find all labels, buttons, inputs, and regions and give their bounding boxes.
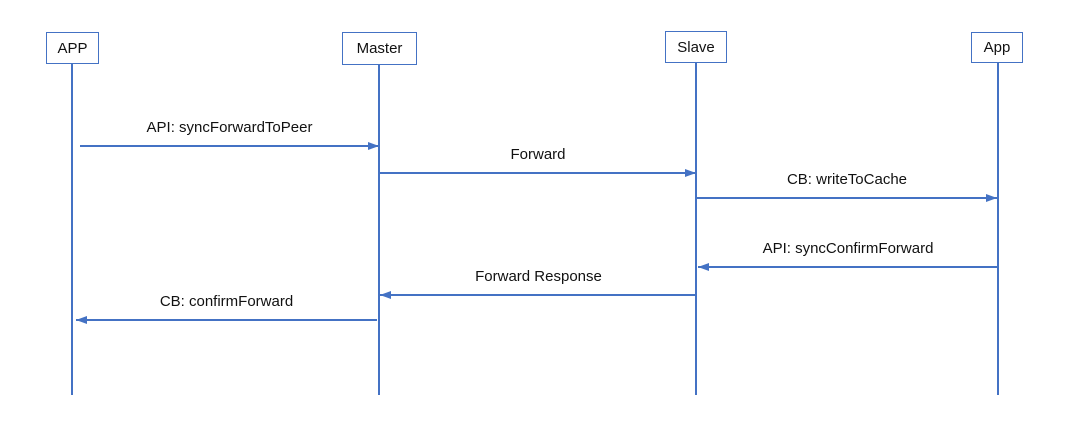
lifeline-master	[378, 65, 380, 395]
lifeline-app-left	[71, 64, 73, 395]
message-line-5	[76, 319, 377, 321]
arrowhead-icon-5	[76, 315, 87, 324]
message-label-4: Forward Response	[475, 268, 602, 285]
message-line-3	[698, 266, 998, 268]
arrowhead-icon-1	[685, 168, 696, 177]
actor-box-app-right: App	[971, 32, 1023, 63]
message-label-3: API: syncConfirmForward	[762, 240, 934, 257]
actor-label-master: Master	[356, 40, 403, 57]
message-line-1	[380, 172, 696, 174]
arrowhead-icon-0	[368, 141, 379, 150]
lifeline-app-right	[997, 63, 999, 395]
message-label-1: Forward	[510, 146, 566, 163]
message-label-0: API: syncForwardToPeer	[146, 119, 313, 136]
arrowhead-icon-2	[986, 193, 997, 202]
actor-label-slave: Slave	[677, 38, 715, 56]
message-line-2	[697, 197, 997, 199]
actor-box-app-left: APP	[46, 32, 99, 64]
arrowhead-icon-3	[698, 262, 709, 271]
message-line-0	[80, 145, 379, 147]
actor-label-app-left: APP	[57, 39, 88, 57]
arrowhead-icon-4	[380, 290, 391, 299]
message-label-2: CB: writeToCache	[786, 171, 908, 188]
actor-box-master: Master	[342, 32, 417, 65]
actor-box-slave: Slave	[665, 31, 727, 63]
actor-label-app-right: App	[983, 39, 1011, 56]
message-label-5: CB: confirmForward	[159, 293, 294, 310]
message-line-4	[380, 294, 697, 296]
lifeline-slave	[695, 63, 697, 395]
